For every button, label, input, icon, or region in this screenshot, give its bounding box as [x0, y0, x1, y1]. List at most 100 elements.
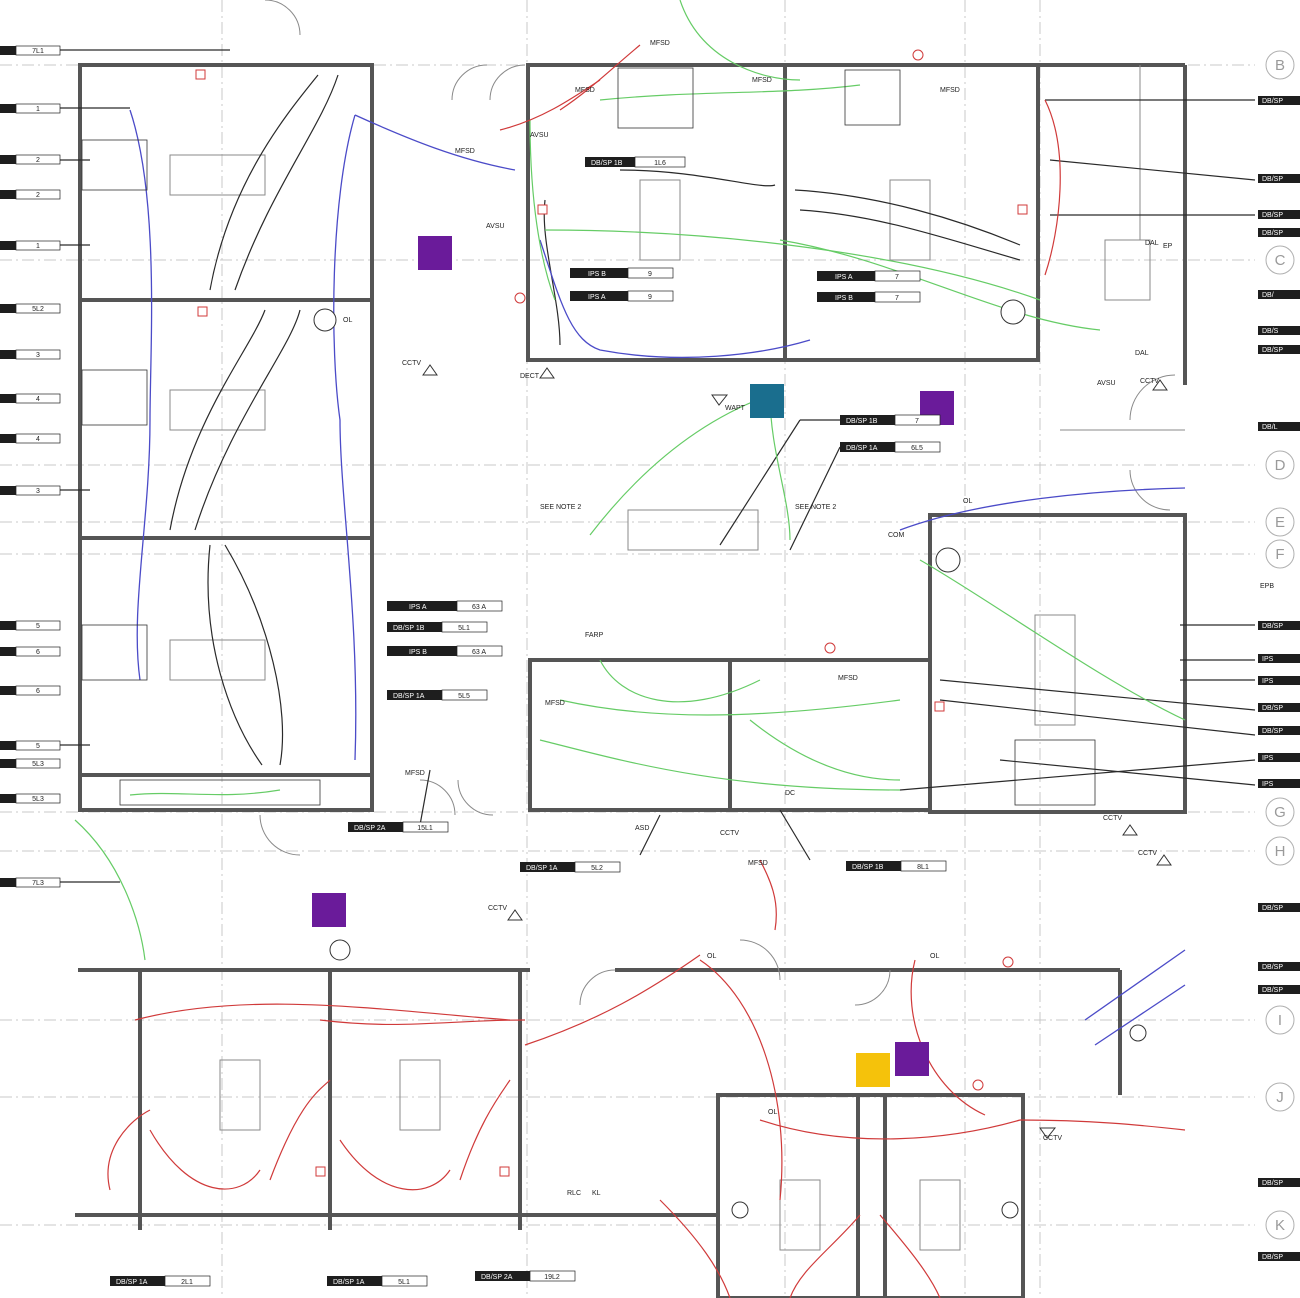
label-dal-1: DAL	[1145, 240, 1159, 247]
grid-label-f: F	[1265, 539, 1295, 569]
right-tag: DB/SP	[1258, 621, 1300, 630]
svg-text:E: E	[1275, 514, 1285, 531]
label-cctv-3: CCTV	[1103, 815, 1122, 822]
svg-text:DB/S: DB/S	[1262, 328, 1279, 335]
marker-yellow	[856, 1053, 890, 1087]
svg-text:15L1: 15L1	[417, 825, 433, 832]
right-tag: DB/SP	[1258, 985, 1300, 994]
label-mfsd-4: MFSD	[940, 87, 960, 94]
right-tag: DB/L	[1258, 422, 1300, 431]
label-cctv-2: CCTV	[1140, 378, 1159, 385]
svg-text:5L1: 5L1	[458, 625, 470, 632]
left-tag: 3	[0, 485, 61, 496]
left-tag: 5L3	[0, 793, 61, 804]
svg-text:IPS: IPS	[1262, 781, 1274, 788]
label-cctv-6: CCTV	[720, 830, 739, 837]
svg-text:7L1: 7L1	[32, 48, 44, 55]
svg-text:5: 5	[36, 623, 40, 630]
right-tag: DB/SP	[1258, 228, 1300, 237]
svg-text:DB/SP 2A: DB/SP 2A	[354, 825, 386, 832]
labels: MFSD MFSD MFSD MFSD MFSD MFSD MFSD MFSD …	[343, 40, 1274, 1197]
right-tag: IPS	[1258, 654, 1300, 663]
panel-tag: DB/SP 1A 6L5	[840, 441, 941, 453]
label-wapt: WAPT	[725, 405, 746, 412]
label-cctv-1: CCTV	[402, 360, 421, 367]
label-rlc: RLC	[567, 1190, 581, 1197]
grid-label-d: D	[1265, 450, 1295, 480]
panel-tag: DB/SP 2A 19L2	[475, 1270, 576, 1282]
svg-text:DB/SP 1A: DB/SP 1A	[526, 865, 558, 872]
svg-text:6L5: 6L5	[911, 445, 923, 452]
svg-text:G: G	[1274, 804, 1286, 821]
grid-label-c: C	[1265, 245, 1295, 275]
grid-label-j: J	[1265, 1082, 1295, 1112]
right-tags: DB/SP DB/SP DB/SP DB/SP DB/ DB/S DB/SP D…	[1258, 96, 1300, 1261]
svg-text:5L1: 5L1	[398, 1279, 410, 1286]
svg-text:F: F	[1275, 546, 1284, 563]
svg-text:1: 1	[36, 243, 40, 250]
svg-text:DB/SP: DB/SP	[1262, 705, 1283, 712]
grid-label-k: K	[1265, 1210, 1295, 1240]
circuits-green	[74, 0, 1186, 961]
svg-text:IPS A: IPS A	[409, 604, 427, 611]
label-avsu-2: AVSU	[486, 223, 505, 230]
marker-purple-4	[895, 1042, 929, 1076]
label-dal-2: DAL	[1135, 350, 1149, 357]
svg-text:DB/SP 1B: DB/SP 1B	[846, 418, 878, 425]
svg-text:DB/SP 1B: DB/SP 1B	[591, 160, 623, 167]
svg-text:DB/: DB/	[1262, 292, 1274, 299]
right-tag: DB/SP	[1258, 96, 1300, 105]
right-tag: DB/SP	[1258, 1178, 1300, 1187]
right-tag: DB/SP	[1258, 962, 1300, 971]
label-farp: FARP	[585, 632, 604, 639]
label-mfsd-8: MFSD	[748, 860, 768, 867]
svg-text:DB/SP 1A: DB/SP 1A	[846, 445, 878, 452]
device-triangles	[422, 364, 1172, 1139]
label-ol-1: OL	[343, 317, 352, 324]
label-cctv-4: CCTV	[1138, 850, 1157, 857]
svg-text:DB/SP: DB/SP	[1262, 176, 1283, 183]
left-tag: 6	[0, 646, 61, 657]
left-tag: 7L3	[0, 877, 61, 888]
svg-text:4: 4	[36, 396, 40, 403]
markers	[312, 236, 954, 1087]
left-tag: 4	[0, 393, 61, 404]
left-tag: 2	[0, 189, 61, 200]
svg-text:9: 9	[648, 271, 652, 278]
svg-text:19L2: 19L2	[544, 1274, 560, 1281]
right-tag: DB/SP	[1258, 903, 1300, 912]
svg-text:DB/SP 2A: DB/SP 2A	[481, 1274, 513, 1281]
left-tag: 5L2	[0, 303, 61, 314]
svg-text:IPS: IPS	[1262, 755, 1274, 762]
label-ol-4: OL	[930, 953, 939, 960]
svg-text:DB/SP: DB/SP	[1262, 964, 1283, 971]
svg-text:8L1: 8L1	[917, 864, 929, 871]
svg-text:5L3: 5L3	[32, 761, 44, 768]
label-mfsd-1: MFSD	[650, 40, 670, 47]
label-dect: DECT	[520, 373, 540, 380]
label-avsu-3: AVSU	[1097, 380, 1116, 387]
svg-text:IPS B: IPS B	[588, 271, 606, 278]
svg-text:7: 7	[915, 418, 919, 425]
svg-text:IPS A: IPS A	[588, 294, 606, 301]
right-tag: IPS	[1258, 753, 1300, 762]
svg-text:IPS: IPS	[1262, 656, 1274, 663]
svg-text:6: 6	[36, 649, 40, 656]
svg-text:7: 7	[895, 295, 899, 302]
svg-text:DB/SP 1A: DB/SP 1A	[116, 1279, 148, 1286]
svg-text:DB/SP: DB/SP	[1262, 347, 1283, 354]
svg-text:D: D	[1275, 457, 1286, 474]
right-tag: DB/SP	[1258, 703, 1300, 712]
svg-text:2: 2	[36, 157, 40, 164]
label-mfsd-5: MFSD	[455, 148, 475, 155]
label-kl: KL	[592, 1190, 601, 1197]
label-ol-3: OL	[707, 953, 716, 960]
